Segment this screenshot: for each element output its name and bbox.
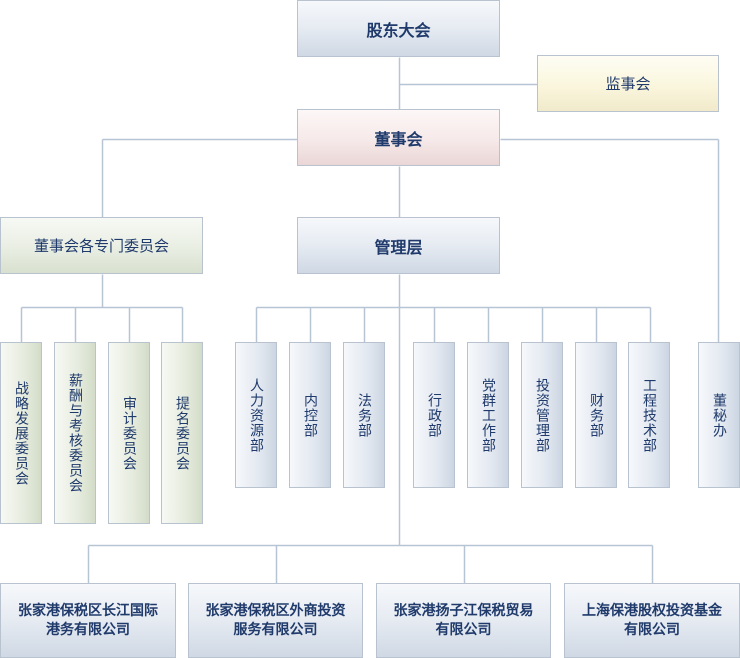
dept-admin-box: 行政部 <box>413 342 455 488</box>
subsidiary-changjiang-box: 张家港保税区长江国际 港务有限公司 <box>0 583 176 658</box>
dept-finance-box: 财务部 <box>575 342 617 488</box>
board-label: 董事会 <box>374 129 423 149</box>
dept-party-box: 党群工作部 <box>467 342 509 488</box>
shareholders-label: 股东大会 <box>366 20 431 40</box>
management-box: 管理层 <box>297 217 500 274</box>
dept-legal-label: 法务部 <box>356 392 372 438</box>
supervisors-box: 监事会 <box>537 55 719 112</box>
committee-compensation-label: 薪酬与考核委员会 <box>67 373 83 493</box>
dept-legal-box: 法务部 <box>343 342 385 488</box>
supervisors-label: 监事会 <box>605 75 651 93</box>
board-box: 董事会 <box>297 109 500 166</box>
committees-box: 董事会各专门委员会 <box>0 217 203 274</box>
subsidiary-foreign-investment-label: 张家港保税区外商投资 服务有限公司 <box>205 602 346 638</box>
committee-nomination-box: 提名委员会 <box>161 342 203 524</box>
committee-strategy-box: 战略发展委员会 <box>0 342 42 524</box>
subsidiary-yangtze-trade-label: 张家港扬子江保税贸易 有限公司 <box>393 602 534 638</box>
subsidiary-yangtze-trade-box: 张家港扬子江保税贸易 有限公司 <box>376 583 551 658</box>
shareholders-box: 股东大会 <box>297 0 500 57</box>
management-label: 管理层 <box>374 237 423 257</box>
dept-investment-box: 投资管理部 <box>521 342 563 488</box>
dept-hr-label: 人力资源部 <box>248 377 264 453</box>
secretary-box: 董秘办 <box>698 342 740 488</box>
dept-party-label: 党群工作部 <box>480 377 496 453</box>
secretary-label: 董秘办 <box>711 392 727 438</box>
dept-admin-label: 行政部 <box>426 392 442 438</box>
dept-finance-label: 财务部 <box>588 392 604 438</box>
dept-internal-control-label: 内控部 <box>302 392 318 438</box>
committee-audit-box: 审计委员会 <box>108 342 150 524</box>
dept-hr-box: 人力资源部 <box>235 342 277 488</box>
committees-label: 董事会各专门委员会 <box>33 237 169 255</box>
subsidiary-shanghai-fund-label: 上海保港股权投资基金 有限公司 <box>582 602 722 638</box>
committee-compensation-box: 薪酬与考核委员会 <box>54 342 96 524</box>
committee-audit-label: 审计委员会 <box>121 395 137 471</box>
dept-engineering-label: 工程技术部 <box>641 377 657 453</box>
subsidiary-changjiang-label: 张家港保税区长江国际 港务有限公司 <box>18 602 158 638</box>
committee-strategy-label: 战略发展委员会 <box>13 380 29 486</box>
dept-engineering-box: 工程技术部 <box>628 342 670 488</box>
dept-internal-control-box: 内控部 <box>289 342 331 488</box>
committee-nomination-label: 提名委员会 <box>174 395 190 471</box>
subsidiary-shanghai-fund-box: 上海保港股权投资基金 有限公司 <box>564 583 740 658</box>
dept-investment-label: 投资管理部 <box>534 377 550 453</box>
subsidiary-foreign-investment-box: 张家港保税区外商投资 服务有限公司 <box>188 583 363 658</box>
